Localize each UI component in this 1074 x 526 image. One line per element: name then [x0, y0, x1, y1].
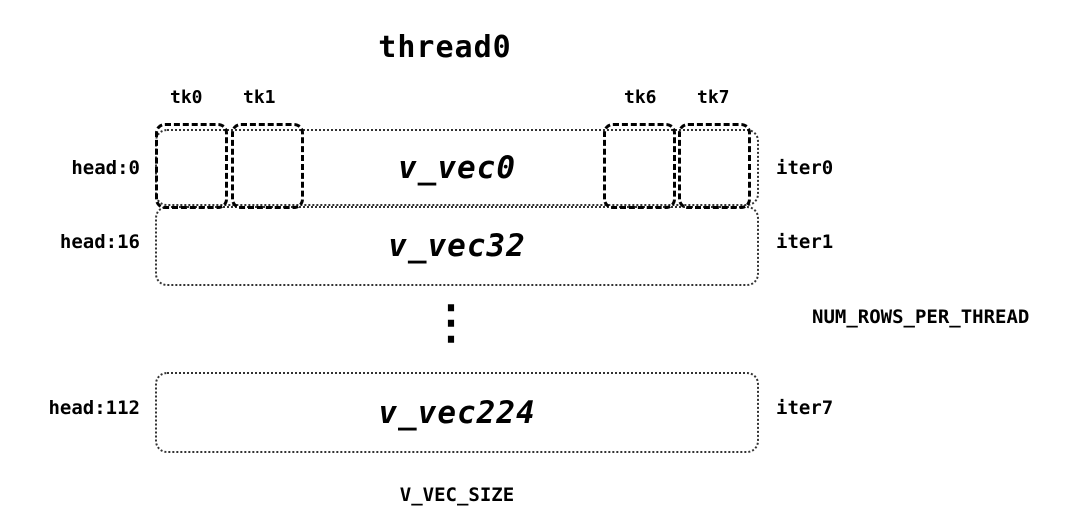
v-vec-size-label: V_VEC_SIZE: [399, 484, 515, 506]
vvec-row-iter7: v_vec224: [155, 372, 759, 453]
vvec224-label: v_vec224: [378, 394, 536, 431]
tk0-label: tk0: [170, 87, 203, 108]
tk1-box: [231, 123, 304, 209]
diagram-title: thread0: [378, 30, 512, 65]
vertical-ellipsis: ⋮: [428, 295, 474, 349]
num-rows-per-thread-label: NUM_ROWS_PER_THREAD: [812, 306, 1030, 328]
iter1-label: iter1: [776, 231, 834, 253]
iter7-label: iter7: [776, 397, 834, 419]
vvec32-label: v_vec32: [388, 228, 526, 264]
tk7-box: [678, 123, 751, 209]
head16-label: head:16: [59, 231, 140, 253]
tk0-box: [155, 123, 228, 209]
head112-label: head:112: [48, 397, 140, 419]
tk7-label: tk7: [697, 87, 730, 108]
vvec0-label: v_vec0: [398, 149, 516, 186]
tk1-label: tk1: [243, 87, 276, 108]
tk6-label: tk6: [624, 87, 657, 108]
tk6-box: [603, 123, 676, 209]
iter0-label: iter0: [776, 157, 834, 179]
vvec-row-iter1: v_vec32: [155, 206, 759, 286]
head0-label: head:0: [71, 157, 140, 179]
